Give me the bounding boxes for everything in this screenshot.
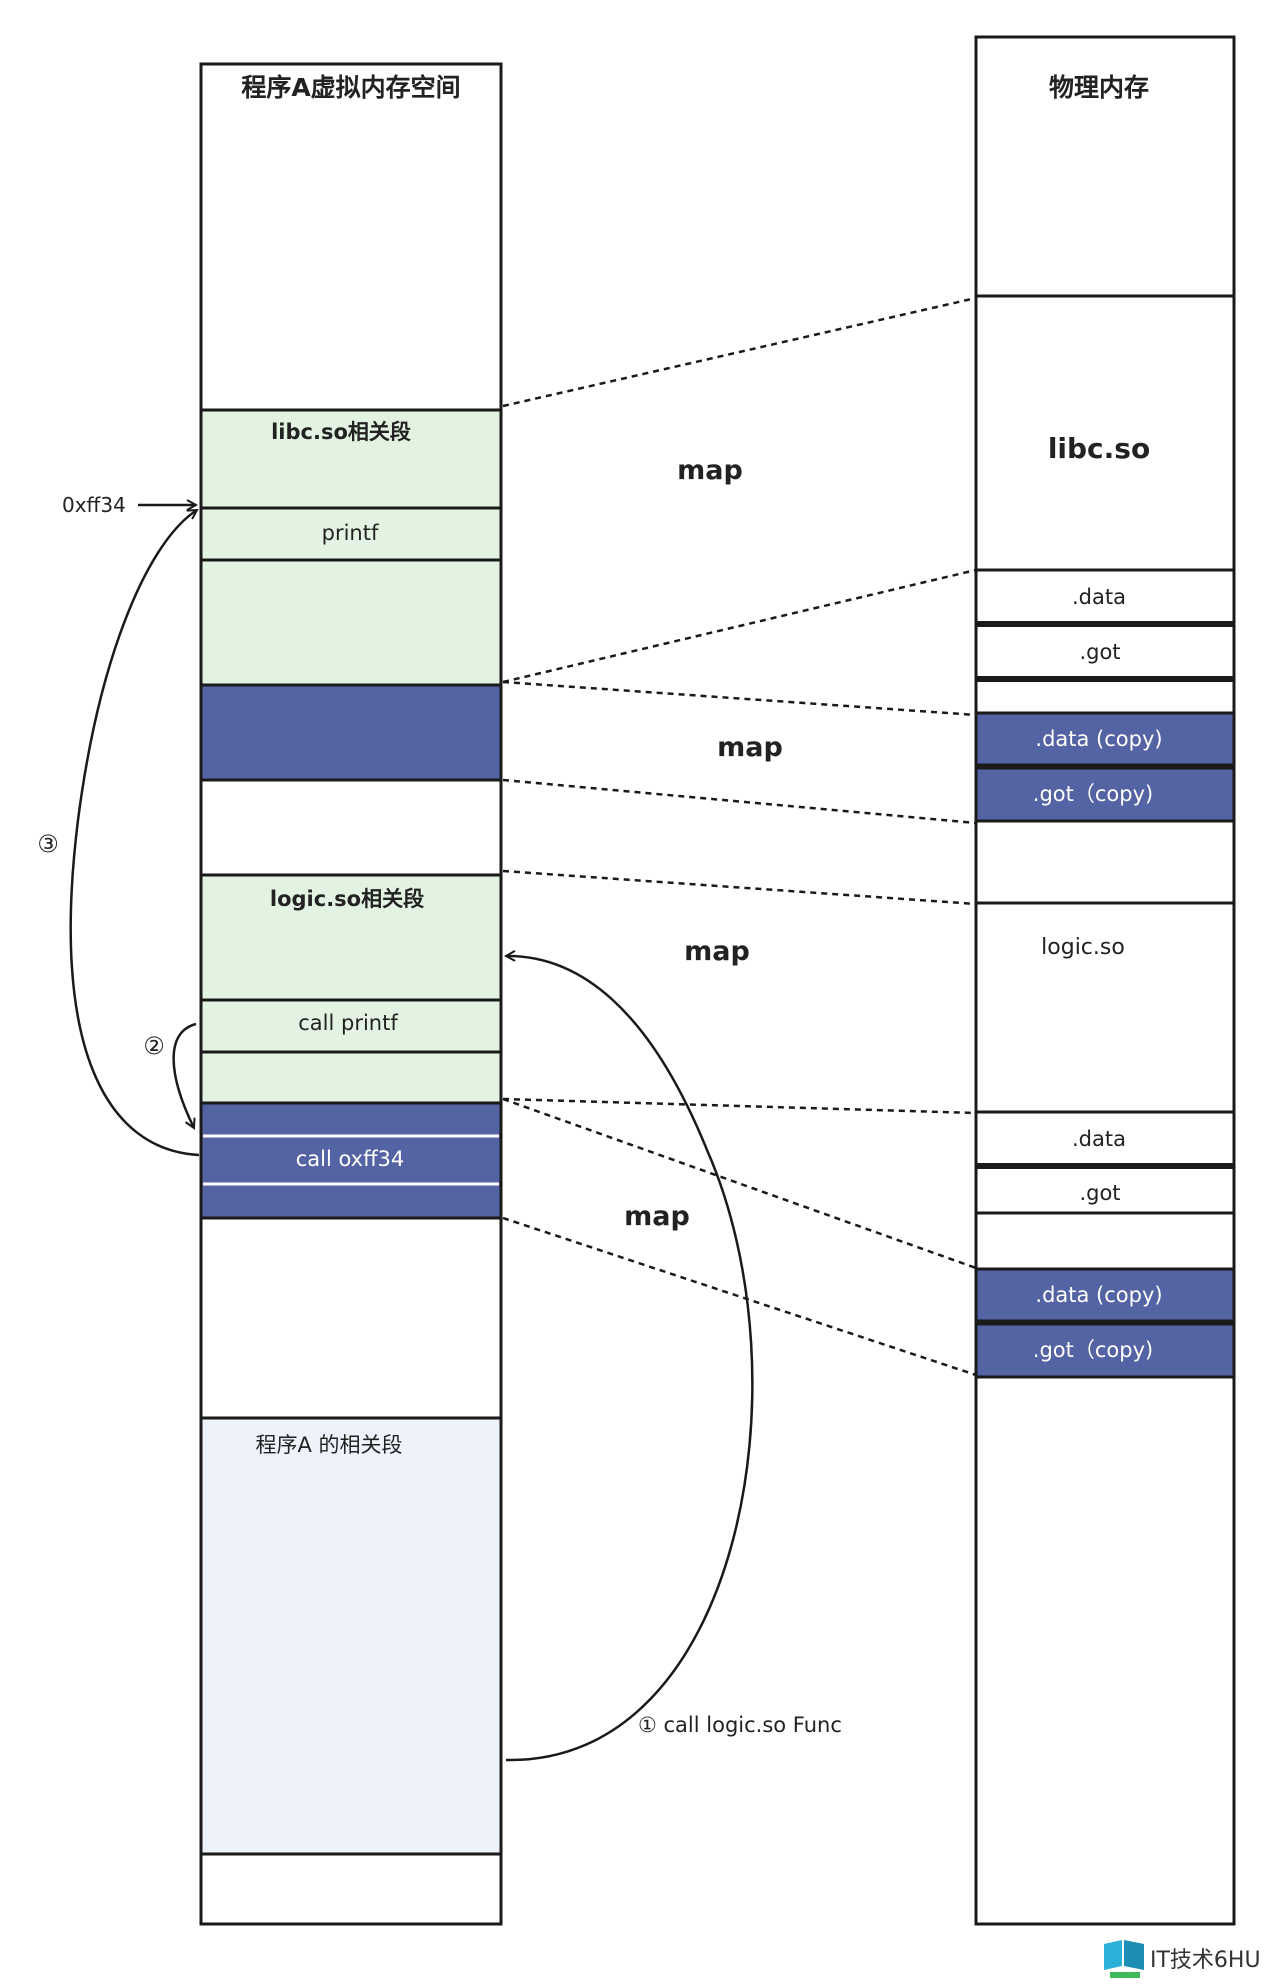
logic-segment-label: logic.so相关段 [270,887,424,911]
address-label: 0xff34 [62,493,126,517]
call-oxff34-label: call oxff34 [296,1147,405,1171]
program-segment-label: 程序A 的相关段 [255,1433,402,1457]
libc-data-copy-label: .data (copy) [1035,727,1162,751]
libc-so-label: libc.so [1048,432,1150,465]
logic-data-copy-block [974,1267,1236,1323]
physical-memory-title: 物理内存 [1049,73,1149,102]
logic-data-copy-label: .data (copy) [1035,1283,1162,1307]
map-label-2: map [717,732,783,763]
logic-got-label: .got [1079,1181,1120,1205]
logic-got-copy-label: .got（copy) [1033,1338,1153,1362]
watermark-text: IT技术6HU [1150,1948,1261,1973]
book-logo-icon [1104,1940,1144,1978]
arrows [69,505,754,1762]
physical-memory-column [974,35,1236,1926]
libc-data-got-block [199,683,503,782]
logic-segment-block [199,873,503,1105]
logic-data-got-block [199,1101,503,1220]
watermark: IT技术6HU [1104,1940,1261,1978]
libc-got-copy-block [974,766,1236,823]
libc-data-copy-block [974,711,1236,767]
step3-label: ③ [37,830,59,858]
step3-arrow [69,510,200,1157]
map-label-4: map [624,1201,690,1232]
program-segment-block [199,1416,503,1856]
map-label-1: map [677,455,743,486]
virtual-memory-title: 程序A虚拟内存空间 [241,73,460,102]
libc-segment-block [199,408,503,687]
libc-segment-label: libc.so相关段 [271,420,411,444]
printf-label: printf [322,521,379,545]
map-label-3: map [684,936,750,967]
mapping-lines [502,296,977,1377]
step2-arrow [172,1022,197,1128]
libc-data-label: .data [1072,585,1126,609]
logic-got-copy-block [974,1322,1236,1379]
logic-data-label: .data [1072,1127,1126,1151]
step2-label: ② [143,1032,165,1060]
logic-so-label: logic.so [1041,935,1125,960]
virtual-memory-column [199,62,503,1926]
libc-got-label: .got [1079,640,1120,664]
step1-label: ① call logic.so Func [638,1713,842,1737]
libc-got-copy-label: .got（copy) [1033,782,1153,806]
step1-arrow [506,956,754,1762]
call-printf-label: call printf [298,1011,398,1035]
